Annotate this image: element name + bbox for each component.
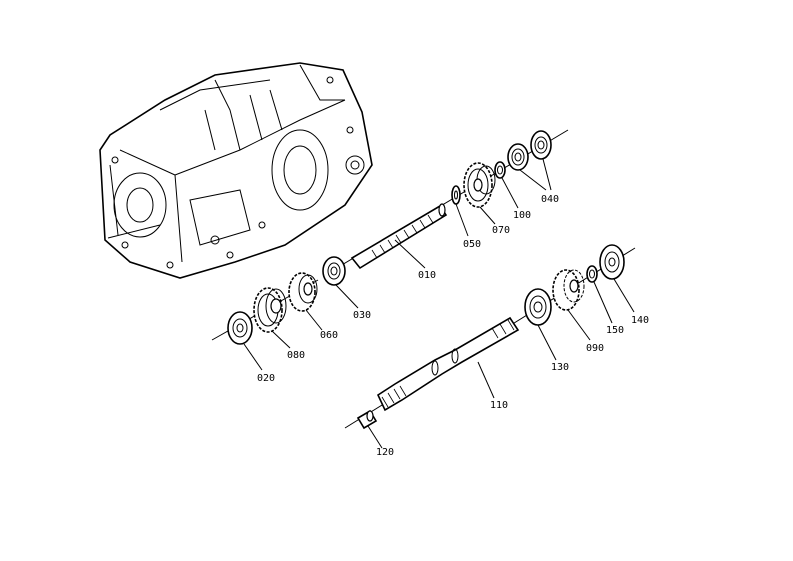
label-110: 110: [490, 400, 508, 411]
washer-050: [451, 185, 461, 205]
label-050: 050: [463, 239, 481, 250]
label-080: 080: [287, 350, 305, 361]
bearing-040-b: [530, 130, 552, 160]
label-150: 150: [606, 325, 624, 336]
label-020: 020: [257, 373, 275, 384]
gear-060: [288, 272, 318, 312]
label-130: 130: [551, 362, 569, 373]
label-140: 140: [631, 315, 649, 326]
shaft-110: [376, 316, 520, 412]
label-100: 100: [513, 210, 531, 221]
middle-gear-assembly: [211, 272, 323, 371]
snap-ring-100: [494, 161, 506, 179]
part-labels: 010 020 030 040 050 060 070 080 090 100 …: [257, 194, 649, 458]
bearing-030: [322, 256, 346, 286]
label-090: 090: [586, 343, 604, 354]
bushing-120: [356, 409, 378, 430]
bearing-020: [227, 311, 253, 345]
ring-150: [586, 265, 598, 283]
bearing-040-a: [507, 143, 529, 171]
label-060: 060: [320, 330, 338, 341]
shaft-010: [350, 203, 448, 270]
label-120: 120: [376, 447, 394, 458]
gear-090: [552, 269, 585, 311]
label-040: 040: [541, 194, 559, 205]
gear-080: [253, 287, 287, 333]
bearing-140: [599, 244, 625, 280]
transmission-housing: [99, 62, 373, 279]
gear-070: [463, 162, 496, 208]
bearing-130: [524, 288, 552, 326]
label-070: 070: [492, 225, 510, 236]
upper-shaft-assembly: [322, 129, 569, 309]
label-010: 010: [418, 270, 436, 281]
label-030: 030: [353, 310, 371, 321]
lower-shaft-assembly: [344, 244, 636, 449]
